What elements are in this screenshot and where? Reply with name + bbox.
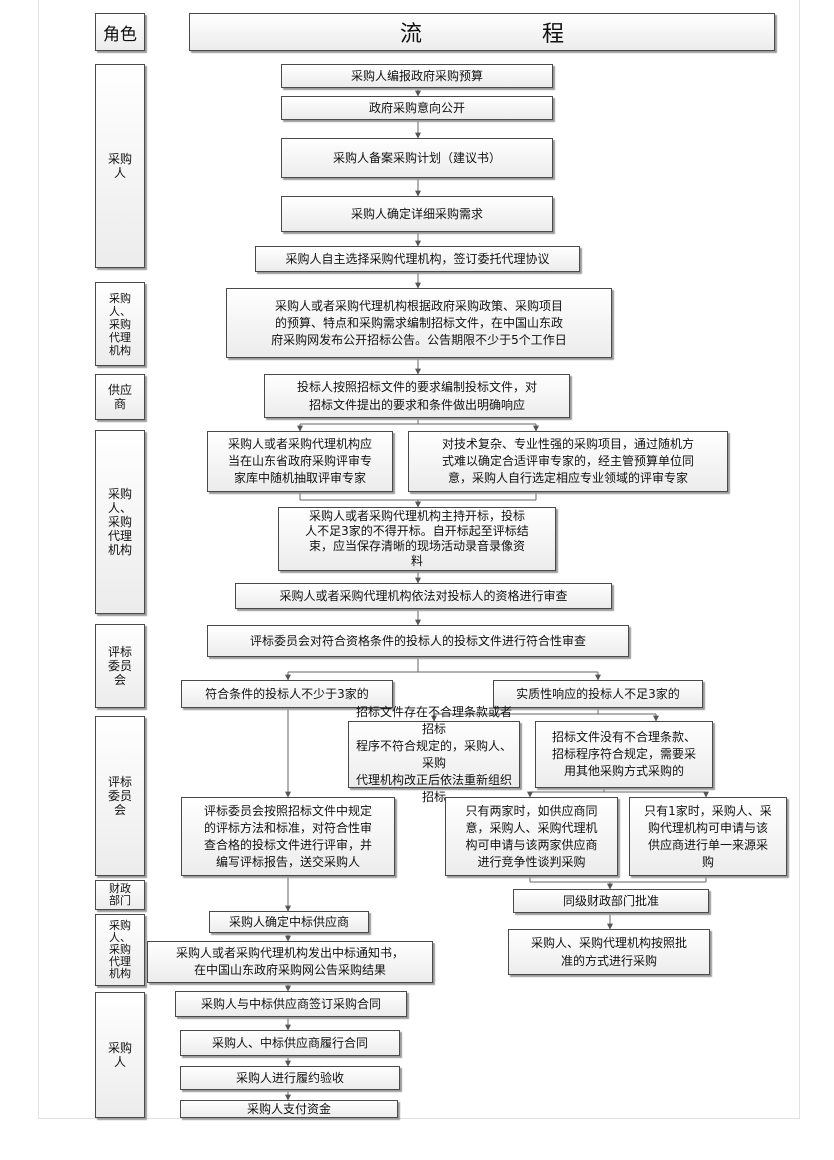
flow-column-header: 流程: [189, 13, 775, 51]
step-bid-opening: 采购人或者采购代理机构主持开标，投标 人不足3家的不得开标。自开标起至评标结 束…: [278, 507, 556, 571]
role-supplier: 供应 商: [95, 374, 145, 420]
step-single-supplier: 只有1家时，采购人、采 购代理机构可申请与该 供应商进行单一来源采 购: [629, 797, 787, 876]
role-purchaser-agency: 采购 人、 采购 代理 机构: [95, 282, 145, 366]
role-purchaser-agency: 采购 人、 采购 代理 机构: [95, 914, 145, 986]
step-random-experts: 采购人或者采购代理机构应 当在山东省政府采购评审专 家库中随机抽取评审专家: [207, 431, 393, 492]
step-determine-winner: 采购人确定中标供应商: [209, 911, 369, 933]
step-intent-publication: 政府采购意向公开: [281, 96, 553, 120]
step-award-notice: 采购人或者采购代理机构发出中标通知书， 在中国山东政府采购网公告采购结果: [147, 941, 433, 983]
branch-insufficient-bidders: 实质性响应的投标人不足3家的: [493, 680, 703, 708]
step-approved-procurement: 采购人、采购代理机构按照批 准的方式进行采购: [508, 929, 710, 975]
role-purchaser: 采购 人: [95, 64, 145, 268]
step-sign-contract: 采购人与中标供应商签订采购合同: [175, 991, 407, 1017]
step-perform-contract: 采购人、中标供应商履行合同: [180, 1030, 400, 1056]
role-evaluation-committee: 评标 委员 会: [95, 716, 145, 876]
role-purchaser: 采购 人: [95, 992, 145, 1118]
role-finance-department: 财政 部门: [95, 880, 145, 910]
step-retender: 招标文件存在不合理条款或者招标 程序不符合规定的，采购人、采购 代理机构改正后依…: [348, 705, 520, 804]
step-evaluation-report: 评标委员会按照招标文件中规定 的评标方法和标准，对符合性审 查合格的投标文件进行…: [181, 797, 395, 876]
step-bid-preparation: 投标人按照招标文件的要求编制投标文件，对 招标文件提出的要求和条件做出明确响应: [264, 374, 570, 418]
page-frame: [38, 0, 800, 1119]
step-budget: 采购人编报政府采购预算: [281, 64, 553, 88]
branch-enough-bidders: 符合条件的投标人不少于3家的: [181, 680, 393, 708]
step-plan-filing: 采购人备案采购计划（建议书）: [281, 138, 553, 178]
step-requirements: 采购人确定详细采购需求: [281, 196, 553, 232]
step-compliance-review: 评标委员会对符合资格条件的投标人的投标文件进行符合性审查: [207, 625, 629, 657]
step-other-method: 招标文件没有不合理条款、 招标程序符合规定，需要采 用其他采购方式采购的: [535, 721, 713, 788]
step-selected-experts: 对技术复杂、专业性强的采购项目，通过随机方 式难以确定合适评审专家的，经主管预算…: [408, 431, 728, 492]
step-two-suppliers: 只有两家时，如供应商同 意，采购人、采购代理机 构可申请与该两家供应商 进行竞争…: [445, 797, 618, 876]
step-qualification-review: 采购人或者采购代理机构依法对投标人的资格进行审查: [235, 583, 612, 609]
step-select-agency: 采购人自主选择采购代理机构，签订委托代理协议: [255, 246, 580, 272]
step-acceptance: 采购人进行履约验收: [180, 1066, 400, 1090]
role-evaluation-committee: 评标 委员 会: [95, 624, 145, 708]
role-column-header: 角色: [95, 13, 145, 51]
step-finance-approval: 同级财政部门批准: [513, 889, 709, 913]
step-tender-announcement: 采购人或者采购代理机构根据政府采购政策、采购项目 的预算、特点和采购需求编制招标…: [226, 288, 612, 358]
step-payment: 采购人支付资金: [180, 1100, 398, 1118]
role-purchaser-agency: 采购 人、 采购 代理 机构: [95, 430, 145, 614]
